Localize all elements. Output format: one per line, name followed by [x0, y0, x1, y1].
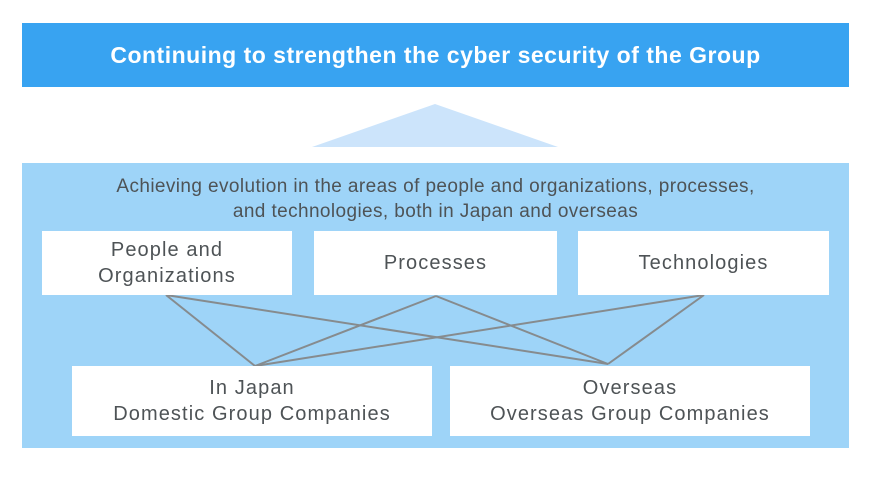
- box-overseas: Overseas Overseas Group Companies: [450, 366, 810, 436]
- up-arrow-icon: [312, 104, 558, 147]
- panel-heading: Achieving evolution in the areas of peop…: [116, 176, 755, 223]
- main-panel: Achieving evolution in the areas of peop…: [22, 163, 849, 448]
- connector-people-japan: [165, 294, 256, 367]
- connector-technologies-japan: [254, 294, 705, 367]
- connector-processes-japan: [254, 295, 437, 367]
- connector-technologies-overseas: [607, 294, 705, 365]
- box-in-japan: In Japan Domestic Group Companies: [72, 366, 432, 436]
- header-banner: Continuing to strengthen the cyber secur…: [22, 23, 849, 87]
- box-technologies: Technologies: [578, 231, 829, 295]
- header-title: Continuing to strengthen the cyber secur…: [110, 41, 761, 68]
- box-people-and-organizations: People and Organizations: [42, 231, 292, 295]
- connector-people-overseas: [165, 294, 609, 365]
- connector-processes-overseas: [435, 295, 609, 365]
- box-processes: Processes: [314, 231, 557, 295]
